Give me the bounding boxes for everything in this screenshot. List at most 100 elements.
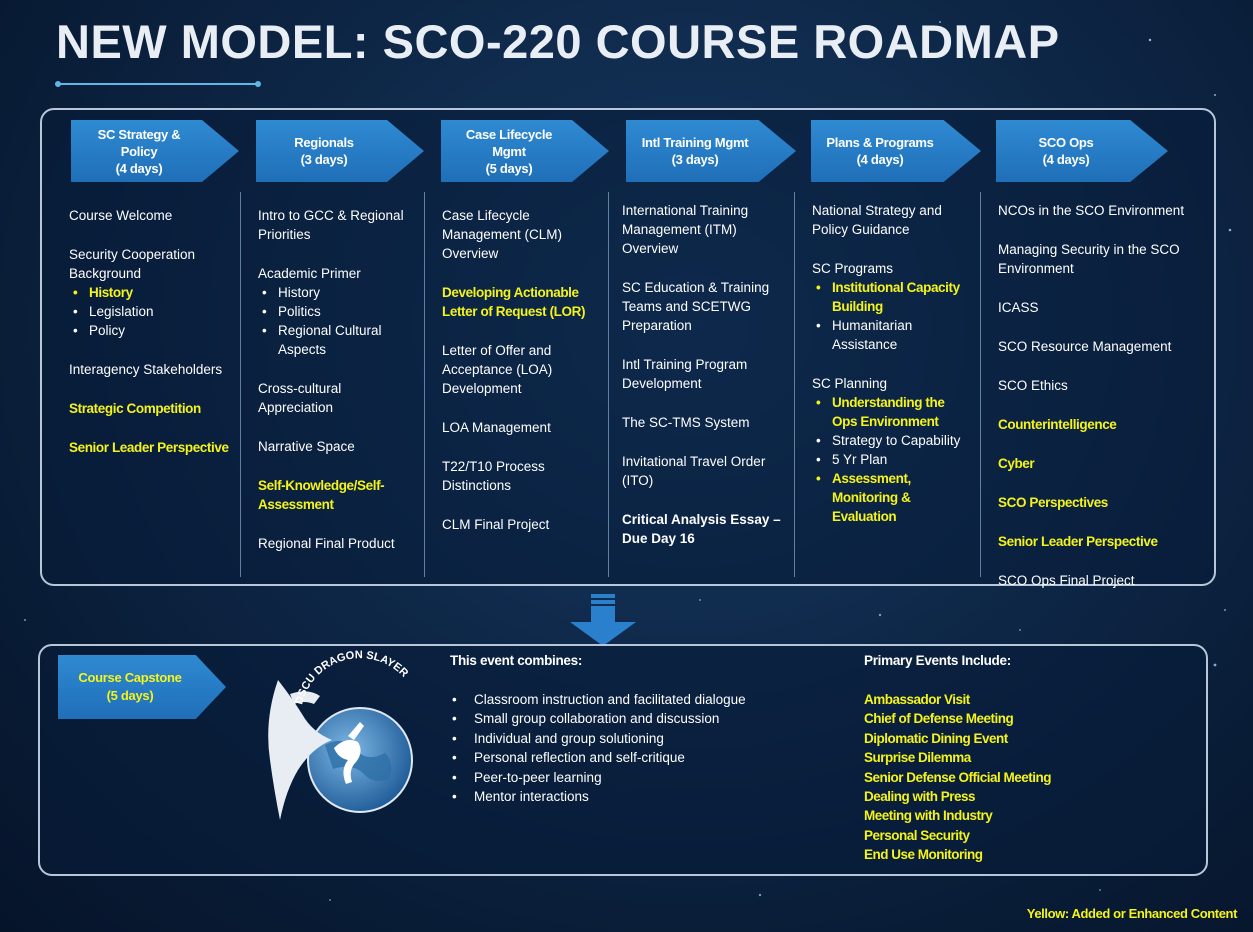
subtopic-item: Regional Cultural Aspects <box>258 321 418 359</box>
topic-heading: Security Cooperation Background <box>69 247 196 281</box>
topic-item: Narrative Space <box>258 439 355 454</box>
subtopic-item: Assessment, Monitoring & Evaluation <box>812 469 972 526</box>
topic-heading: SC Programs <box>812 261 894 276</box>
events-list: Ambassador Visit Chief of Defense Meetin… <box>864 690 1052 865</box>
module-duration: (3 days) <box>671 152 719 167</box>
subtopic-list: History Politics Regional Cultural Aspec… <box>258 283 418 359</box>
topic-item: Counterintelligence <box>998 417 1117 432</box>
topic-item: Cyber <box>998 456 1035 471</box>
module-topics-case-lifecycle: Case Lifecycle Management (CLM) Overview… <box>442 206 597 554</box>
combines-heading: This event combines: <box>450 653 583 668</box>
module-title-line: Intl Training Mgmt <box>641 135 749 150</box>
module-title-line: Policy <box>120 143 158 159</box>
event-item: Chief of Defense Meeting <box>864 711 1014 727</box>
module-topics-regionals: Intro to GCC & Regional Priorities Acade… <box>258 206 418 573</box>
combines-list: Classroom instruction and facilitated di… <box>452 690 746 807</box>
capstone-duration: (5 days) <box>106 688 154 703</box>
combines-item: Classroom instruction and facilitated di… <box>452 690 746 710</box>
topic-heading: Academic Primer <box>258 266 361 281</box>
subtopic-item: History <box>258 283 418 302</box>
topic-item: SCO Perspectives <box>998 495 1108 510</box>
subtopic-item: Politics <box>258 302 418 321</box>
module-title-line: Regionals <box>294 135 354 150</box>
combines-item: Mentor interactions <box>452 787 746 807</box>
module-topics-sc-strategy: Course Welcome Security Cooperation Back… <box>69 206 234 477</box>
subtopic-list: Understanding the Ops Environment Strate… <box>812 393 972 526</box>
module-duration: (5 days) <box>485 160 533 176</box>
module-chevron-intl-training: Intl Training Mgmt (3 days) <box>626 120 796 182</box>
module-duration: (4 days) <box>115 160 163 176</box>
topic-item: SCO Resource Management <box>998 339 1172 354</box>
subtopic-item: Institutional Capacity Building <box>812 278 972 316</box>
topic-item: Developing Actionable Letter of Request … <box>442 285 586 319</box>
topic-item: The SC-TMS System <box>622 415 750 430</box>
topic-item: Case Lifecycle Management (CLM) Overview <box>442 208 563 261</box>
module-title-line: SCO Ops <box>1038 135 1094 150</box>
module-duration: (4 days) <box>856 152 904 167</box>
module-title-line: Plans & Programs <box>826 135 934 150</box>
dragon-slayer-logo: DSCU DRAGON SLAYER <box>268 650 413 820</box>
event-item: Ambassador Visit <box>864 692 970 707</box>
module-title-line: SC Strategy & <box>97 126 181 142</box>
topic-item: T22/T10 Process Distinctions <box>442 459 545 493</box>
capstone-chevron: Course Capstone (5 days) <box>58 655 226 719</box>
topic-item: SC Programs Institutional Capacity Build… <box>812 259 972 354</box>
module-topics-intl-training: International Training Management (ITM) … <box>622 201 792 568</box>
topic-item: International Training Management (ITM) … <box>622 203 749 256</box>
topic-item: CLM Final Project <box>442 517 550 532</box>
topic-item: ICASS <box>998 300 1039 315</box>
module-topics-sco-ops: NCOs in the SCO Environment Managing Sec… <box>998 201 1210 610</box>
topic-item: Security Cooperation Background History … <box>69 245 234 340</box>
topic-item: SCO Ops Final Project <box>998 573 1135 588</box>
topic-item: SC Education & Training Teams and SCETWG… <box>622 280 770 333</box>
event-item: Dealing with Press <box>864 789 976 805</box>
module-title-line: Case Lifecycle <box>465 126 553 142</box>
topic-item: Critical Analysis Essay – Due Day 16 <box>622 512 781 546</box>
combines-item: Small group collaboration and discussion <box>452 709 746 729</box>
combines-item: Individual and group solutioning <box>452 729 746 749</box>
event-item: Surprise Dilemma <box>864 750 971 766</box>
topic-item: Managing Security in the SCO Environment <box>998 242 1180 276</box>
column-divider <box>240 192 241 577</box>
module-chevron-plans-programs: Plans & Programs (4 days) <box>811 120 981 182</box>
topic-item: Senior Leader Perspective <box>69 440 229 455</box>
topic-item: Academic Primer History Politics Regiona… <box>258 264 418 359</box>
topic-item: Strategic Competition <box>69 401 201 416</box>
roadmap-panel: SC Strategy & Policy (4 days) Course Wel… <box>40 108 1216 588</box>
module-chevron-sc-strategy: SC Strategy & Policy (4 days) <box>71 120 239 182</box>
topic-heading: SC Planning <box>812 376 888 391</box>
topic-item: LOA Management <box>442 420 551 435</box>
events-heading: Primary Events Include: <box>864 653 1011 668</box>
combines-item: Peer-to-peer learning <box>452 768 746 788</box>
module-duration: (4 days) <box>1042 152 1090 167</box>
topic-item: Invitational Travel Order (ITO) <box>622 454 766 488</box>
topic-item: SCO Ethics <box>998 378 1068 393</box>
subtopic-list: Institutional Capacity Building Humanita… <box>812 278 972 354</box>
module-chevron-case-lifecycle: Case Lifecycle Mgmt (5 days) <box>441 120 609 182</box>
column-divider <box>794 192 795 577</box>
legend-note: Yellow: Added or Enhanced Content <box>1026 906 1238 921</box>
topic-item: Regional Final Product <box>258 536 395 551</box>
event-item: Meeting with Industry <box>864 808 993 824</box>
event-item: End Use Monitoring <box>864 847 983 863</box>
module-topics-plans-programs: National Strategy and Policy Guidance SC… <box>812 201 972 546</box>
module-chevron-sco-ops: SCO Ops (4 days) <box>996 120 1168 182</box>
topic-item: Interagency Stakeholders <box>69 362 223 377</box>
topic-item: SC Planning Understanding the Ops Enviro… <box>812 374 972 526</box>
subtopic-item: Understanding the Ops Environment <box>812 393 972 431</box>
topic-item: Intl Training Program Development <box>622 357 748 391</box>
subtopic-item: Legislation <box>69 302 234 321</box>
topic-item: Senior Leader Perspective <box>998 534 1158 549</box>
event-item: Senior Defense Official Meeting <box>864 769 1052 785</box>
event-item: Personal Security <box>864 827 970 843</box>
module-title-line: Mgmt <box>492 143 526 159</box>
topic-item: National Strategy and Policy Guidance <box>812 203 942 237</box>
topic-item: Letter of Offer and Acceptance (LOA) Dev… <box>442 343 553 396</box>
subtopic-item: Humanitarian Assistance <box>812 316 972 354</box>
page-title: NEW MODEL: SCO-220 COURSE ROADMAP <box>56 15 1060 68</box>
subtopic-item: 5 Yr Plan <box>812 450 972 469</box>
topic-item: Cross-cultural Appreciation <box>258 381 342 415</box>
combines-item: Personal reflection and self-critique <box>452 748 746 768</box>
subtopic-item: History <box>69 283 234 302</box>
subtopic-item: Policy <box>69 321 234 340</box>
